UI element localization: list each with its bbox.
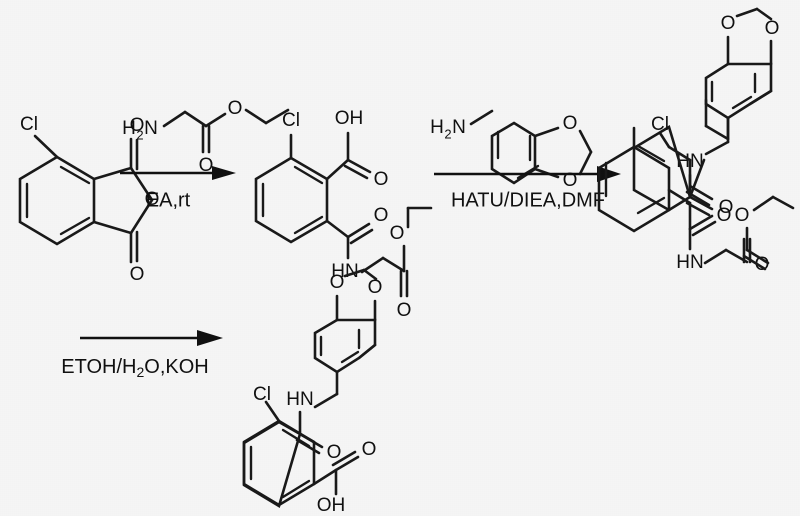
atom-label-oh: OH (317, 495, 346, 516)
atom-label-hn: HN (286, 389, 313, 410)
atom-label-dioxole-o-left: O (330, 272, 345, 293)
atom-label-amide-o-top: O (717, 205, 732, 226)
molecule-diamide-ester: O O HN O Cl (597, 7, 795, 275)
atom-label-o-ring: O (145, 189, 160, 210)
atom-label-n: N (144, 118, 158, 139)
atom-label-acid-carbonyl-o: O (374, 169, 389, 190)
atom-label-ester-carbonyl-o: O (199, 155, 214, 176)
atom-label-dioxole-o-bottom: O (563, 170, 578, 191)
atom-label-n: N (452, 117, 466, 138)
atom-label-ester-carbonyl-o: O (397, 300, 412, 321)
atom-label-amide-o: O (374, 205, 389, 226)
conditions-step-3-pre: ETOH/H (61, 356, 136, 378)
atom-label-cl: Cl (253, 384, 271, 405)
atom-label-dioxole-o-left: O (721, 13, 736, 34)
atom-label-cl: Cl (282, 110, 300, 131)
atom-label-ester-o: O (228, 98, 243, 119)
conditions-step-1: EA,rt (146, 189, 191, 211)
reaction-arrow-1: EA,rt (120, 166, 236, 211)
atom-label-amide-o: O (327, 442, 342, 463)
molecule-final-product: O O HN O Cl O OH (242, 268, 383, 516)
atom-label-acid-carbonyl-o: O (362, 439, 377, 460)
conditions-step-3-subscript: 2 (136, 364, 144, 380)
atom-label-hn-bottom: HN (676, 252, 703, 273)
atom-label-ester-o: O (735, 205, 750, 226)
svg-text:ETOH/H2O,KOH: ETOH/H2O,KOH (61, 356, 208, 379)
atom-label-hn: HN (331, 261, 358, 282)
reagent-glycine-ethyl-ester: H 2 N O O (122, 98, 290, 176)
conditions-step-2: HATU/DIEA,DMF (451, 189, 605, 211)
atom-label-amide-o-bottom: O (719, 197, 734, 218)
conditions-step-3-post: O,KOH (144, 356, 208, 378)
reagent-piperonylamine: H 2 N O O (430, 109, 593, 191)
atom-label-oh: OH (335, 108, 364, 129)
atom-label-h-subscript: 2 (444, 126, 451, 141)
atom-label-dioxole-o-right: O (368, 277, 383, 298)
molecule-chloro-carbamoyl-benzoic-acid: Cl OH O O HN O O (254, 108, 433, 321)
atom-label-h: H (122, 118, 136, 139)
reaction-arrow-2: HATU/DIEA,DMF (434, 166, 621, 211)
atom-label-dioxole-o-right: O (765, 18, 780, 39)
atom-label-h-subscript: 2 (136, 127, 143, 142)
atom-label-cl: Cl (651, 114, 669, 135)
atom-label-cl: Cl (20, 114, 38, 135)
atom-label-h: H (430, 117, 444, 138)
atom-label-ester-o: O (390, 223, 405, 244)
molecule-3-chlorophthalic-anhydride: Cl O O O (18, 114, 160, 285)
conditions-step-3: ETOH/H2O,KOH (61, 356, 208, 379)
reaction-arrow-3: ETOH/H2O,KOH (61, 330, 223, 380)
atom-label-o-top: O (130, 115, 145, 136)
atom-label-o-bottom: O (130, 264, 145, 285)
atom-label-dioxole-o-top: O (563, 113, 578, 134)
